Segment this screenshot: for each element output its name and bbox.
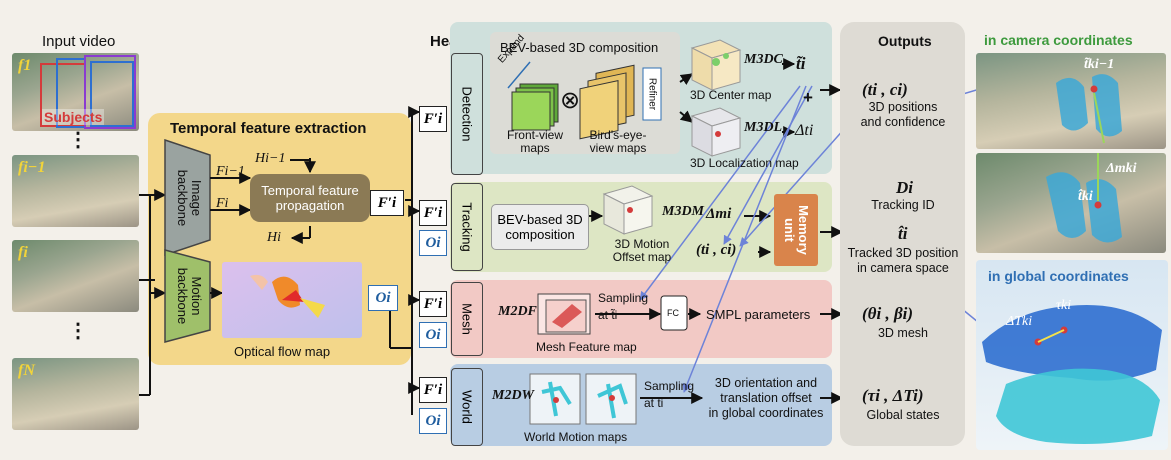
delta-t-symbol: Δti — [795, 122, 814, 139]
frame-label: fN — [18, 362, 35, 379]
subjects-label: Subjects — [42, 109, 105, 125]
mc-symbol: M3DC — [744, 52, 783, 67]
f-prime-box: F′i — [370, 190, 404, 216]
world-o-box: Oi — [419, 408, 447, 434]
tab-detection: Detection — [451, 53, 483, 175]
input-frame-prev: fi−1 — [12, 155, 139, 227]
dT-label: ΔTki — [1006, 314, 1033, 329]
output-symbol: (ti , ci) — [862, 80, 908, 99]
frame-label: f1 — [18, 57, 32, 74]
input-frame-cur: fi — [12, 240, 139, 312]
input-frame-last: fN — [12, 358, 139, 430]
temporal-title: Temporal feature extraction — [170, 120, 367, 137]
output-desc: Global states — [866, 408, 940, 422]
output-symbol: (τi , ΔTi) — [862, 386, 924, 405]
mesh-feature-caption: Mesh Feature map — [536, 340, 637, 354]
tracking-bev-box: BEV-based 3D composition — [491, 204, 589, 250]
dm-label: Δmki — [1106, 161, 1137, 176]
camera-coords-title: in camera coordinates — [984, 32, 1133, 48]
camera-view-2: Δmki t̂ki — [976, 153, 1166, 253]
memory-unit-box: Memory unit — [774, 194, 818, 266]
camera-overlay-1 — [1056, 74, 1122, 144]
global-coords-title: in global coordinates — [988, 268, 1129, 284]
mesh-o-box: Oi — [419, 322, 447, 348]
mf-symbol: M2DF — [498, 304, 537, 319]
f-cur-label: Fi — [216, 196, 229, 211]
plus-symbol: + — [803, 88, 813, 107]
tc-symbol: (ti , ci) — [696, 242, 737, 258]
trk-o-box: Oi — [419, 230, 447, 256]
tau-label: τki — [1056, 298, 1072, 313]
bev-composition-title: BEV-based 3D composition — [500, 40, 659, 55]
camera-view-1: t̃ki−1 — [976, 53, 1166, 149]
outputs-title: Outputs — [878, 33, 932, 49]
o-box: Oi — [368, 285, 398, 311]
frame-label: fi−1 — [18, 159, 46, 176]
center-map-caption: 3D Center map — [690, 88, 772, 102]
birds-eye-caption: Bird's-eye-view maps — [589, 128, 647, 155]
output-desc: Tracking ID — [871, 198, 935, 212]
tab-world: World — [451, 368, 483, 446]
output-symbol: t̂i — [898, 224, 908, 243]
output-desc: 3D mesh — [877, 326, 929, 340]
subject-box-purple — [84, 55, 136, 129]
world-f-prime-box: F′i — [419, 377, 447, 403]
mesh-f-prime-box: F′i — [419, 291, 447, 317]
front-view-caption: Front-view maps — [506, 128, 563, 155]
subject-box-blue-2 — [90, 61, 134, 127]
temporal-propagation-box: Temporal feature propagation — [250, 174, 370, 222]
smpl-label: SMPL parameters — [706, 307, 811, 322]
global-overlay — [982, 305, 1162, 444]
ellipsis: ⋮ — [68, 320, 88, 342]
h-prev-label: Hi−1 — [255, 151, 286, 166]
trk-f-prime-box: F′i — [419, 200, 447, 226]
dm-symbol: Δmi — [706, 206, 732, 222]
h-cur-label: Hi — [267, 230, 281, 245]
refiner-label: Refiner — [646, 77, 658, 111]
outputs-panel — [840, 22, 965, 446]
t-hat-label: t̂ki — [1078, 189, 1093, 204]
input-frame-1: f1 Subjects — [12, 53, 139, 131]
camera-overlay-2 — [1046, 153, 1122, 243]
mw-symbol: M2DW — [492, 388, 535, 403]
localization-map-caption: 3D Localization map — [690, 156, 799, 170]
world-desc: 3D orientation and translation offset in… — [708, 376, 824, 420]
global-panel: in global coordinates ΔTki τki — [976, 260, 1168, 450]
frame-label: fi — [18, 244, 28, 261]
mesh-sampling-label: Sampling at t̃i — [598, 291, 649, 322]
optical-flow-caption: Optical flow map — [234, 344, 331, 359]
ellipsis: ⋮ — [68, 129, 88, 151]
output-symbol: Di — [896, 178, 913, 197]
motion-offset-caption: 3D Motion Offset map — [612, 237, 672, 264]
tab-mesh: Mesh — [451, 282, 483, 356]
motion-backbone-shape — [164, 249, 211, 343]
det-f-prime-box: F′i — [419, 106, 447, 132]
t-prev-label: t̃ki−1 — [1084, 57, 1115, 72]
world-motion-caption: World Motion maps — [524, 430, 628, 444]
world-panel — [450, 364, 832, 446]
input-video-title: Input video — [42, 33, 116, 50]
fc-label: FC — [667, 308, 679, 318]
tab-tracking: Tracking — [451, 183, 483, 271]
world-sampling-label: Sampling at t̃i — [644, 379, 695, 410]
otimes-symbol: ⊗ — [560, 87, 581, 114]
image-backbone-shape — [164, 138, 211, 257]
output-symbol: (θi , βi) — [862, 304, 914, 323]
f-prev-label: Fi−1 — [216, 164, 245, 179]
t-tilde-symbol: t̃i — [796, 54, 806, 73]
ml-symbol: M3DL — [744, 120, 783, 135]
mm-symbol: M3DM — [662, 204, 705, 219]
